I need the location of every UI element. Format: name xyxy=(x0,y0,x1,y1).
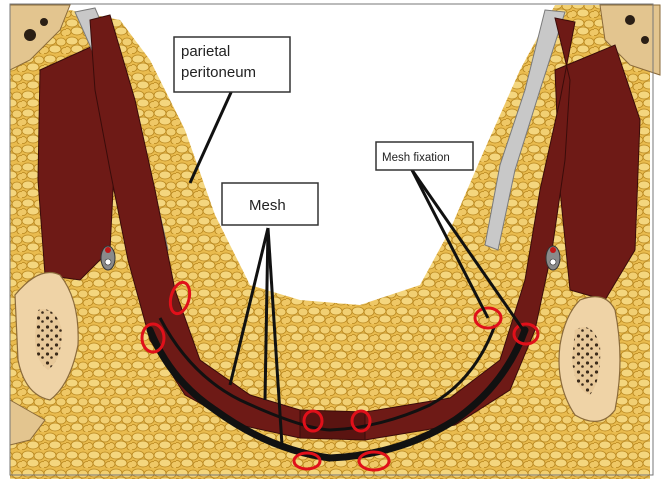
mesh-label: Mesh xyxy=(222,183,318,225)
label-text: Mesh xyxy=(249,197,286,214)
label-text-line2: peritoneum xyxy=(181,64,256,81)
mesh-fixation-label: Mesh fixation xyxy=(376,142,473,170)
parietal-peritoneum-label: parietal peritoneum xyxy=(174,37,290,92)
label-text-line1: parietal xyxy=(181,43,230,60)
label-text: Mesh fixation xyxy=(382,152,450,164)
